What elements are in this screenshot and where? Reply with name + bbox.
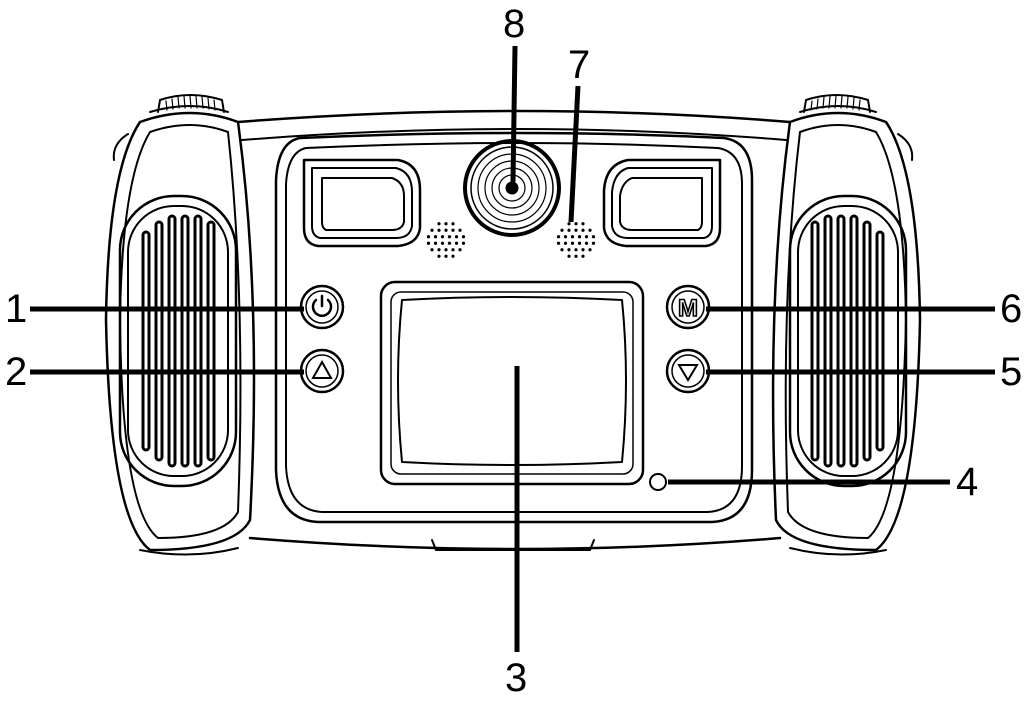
grille-dot bbox=[447, 241, 452, 245]
grille-dot bbox=[588, 228, 592, 232]
grille-dot bbox=[454, 235, 459, 239]
power-button[interactable] bbox=[299, 284, 345, 330]
right-grip bbox=[771, 94, 922, 556]
grille-dot bbox=[584, 235, 589, 239]
grille-dot bbox=[451, 254, 455, 258]
grille-dot bbox=[451, 228, 455, 232]
grille-dot bbox=[437, 248, 441, 252]
grille-dot bbox=[577, 235, 582, 239]
grille-dot bbox=[440, 241, 445, 245]
grille-dot bbox=[584, 241, 589, 245]
grille-dot bbox=[426, 235, 431, 239]
grille-dot bbox=[556, 241, 561, 245]
speaker-grille-left bbox=[426, 222, 466, 258]
front-panel-inner bbox=[285, 142, 743, 513]
grille-dot bbox=[567, 228, 571, 232]
leader-line-8 bbox=[510, 45, 518, 183]
grille-dot bbox=[570, 235, 575, 239]
grille-dot bbox=[437, 228, 441, 232]
grille-dot bbox=[581, 248, 585, 252]
power-icon bbox=[311, 294, 333, 317]
grille-dot bbox=[581, 228, 585, 232]
grille-dot bbox=[451, 248, 455, 252]
grille-dot bbox=[444, 254, 448, 258]
grille-dot bbox=[574, 248, 578, 252]
grille-dot bbox=[574, 228, 578, 232]
lcd-screen bbox=[379, 280, 645, 486]
grille-dot bbox=[458, 248, 462, 252]
grille-dot bbox=[581, 222, 585, 226]
up-button[interactable] bbox=[299, 348, 345, 394]
callout-4: 4 bbox=[956, 460, 979, 504]
grille-dot bbox=[440, 235, 445, 239]
grille-dot bbox=[447, 235, 452, 239]
grille-dot bbox=[458, 228, 462, 232]
grille-dot bbox=[560, 228, 564, 232]
grille-dot bbox=[430, 228, 434, 232]
grille-dot bbox=[574, 222, 578, 226]
grille-dot bbox=[588, 248, 592, 252]
grille-dot bbox=[426, 241, 431, 245]
grille-dot bbox=[461, 235, 466, 239]
camera-body-top bbox=[236, 109, 792, 124]
grille-dot bbox=[567, 248, 571, 252]
callout-7: 7 bbox=[568, 43, 591, 87]
callout-8: 8 bbox=[503, 2, 526, 46]
grille-dot bbox=[433, 241, 438, 245]
grille-dot bbox=[444, 248, 448, 252]
front-panel bbox=[274, 131, 754, 524]
grille-dot bbox=[591, 235, 596, 239]
grille-dot bbox=[570, 241, 575, 245]
mode-button[interactable]: M bbox=[665, 284, 711, 330]
grille-dot bbox=[461, 241, 466, 245]
grille-dot bbox=[437, 254, 441, 258]
grille-dot bbox=[563, 241, 568, 245]
grille-dot bbox=[433, 235, 438, 239]
callout-2: 2 bbox=[5, 350, 28, 394]
grille-dot bbox=[444, 228, 448, 232]
grille-dot bbox=[454, 241, 459, 245]
indicator-light bbox=[649, 473, 667, 491]
grille-dot bbox=[451, 222, 455, 226]
speaker-grille-right bbox=[556, 222, 596, 258]
grille-dot bbox=[567, 222, 571, 226]
grille-dot bbox=[556, 235, 561, 239]
grille-dot bbox=[563, 235, 568, 239]
callout-1: 1 bbox=[5, 287, 28, 331]
left-grip bbox=[104, 94, 256, 556]
callout-6: 6 bbox=[1000, 287, 1023, 331]
grille-dot bbox=[560, 248, 564, 252]
grille-dot bbox=[574, 254, 578, 258]
leader-line-7 bbox=[568, 85, 581, 223]
grille-dot bbox=[444, 222, 448, 226]
up-triangle-icon bbox=[311, 359, 333, 379]
right-viewfinder-window bbox=[602, 158, 722, 248]
down-triangle-icon bbox=[677, 364, 699, 382]
callout-3: 3 bbox=[505, 656, 528, 700]
grille-dot bbox=[591, 241, 596, 245]
grille-dot bbox=[437, 222, 441, 226]
camera-body-top-inner bbox=[241, 128, 787, 141]
grille-dot bbox=[430, 248, 434, 252]
grille-dot bbox=[567, 254, 571, 258]
mode-icon: M bbox=[678, 295, 698, 322]
down-button[interactable] bbox=[665, 348, 711, 394]
grille-dot bbox=[581, 254, 585, 258]
grille-dot bbox=[577, 241, 582, 245]
callout-5: 5 bbox=[1000, 350, 1023, 394]
leader-lines bbox=[30, 45, 995, 652]
bottom-tab bbox=[431, 539, 595, 551]
left-viewfinder-window bbox=[302, 158, 422, 248]
